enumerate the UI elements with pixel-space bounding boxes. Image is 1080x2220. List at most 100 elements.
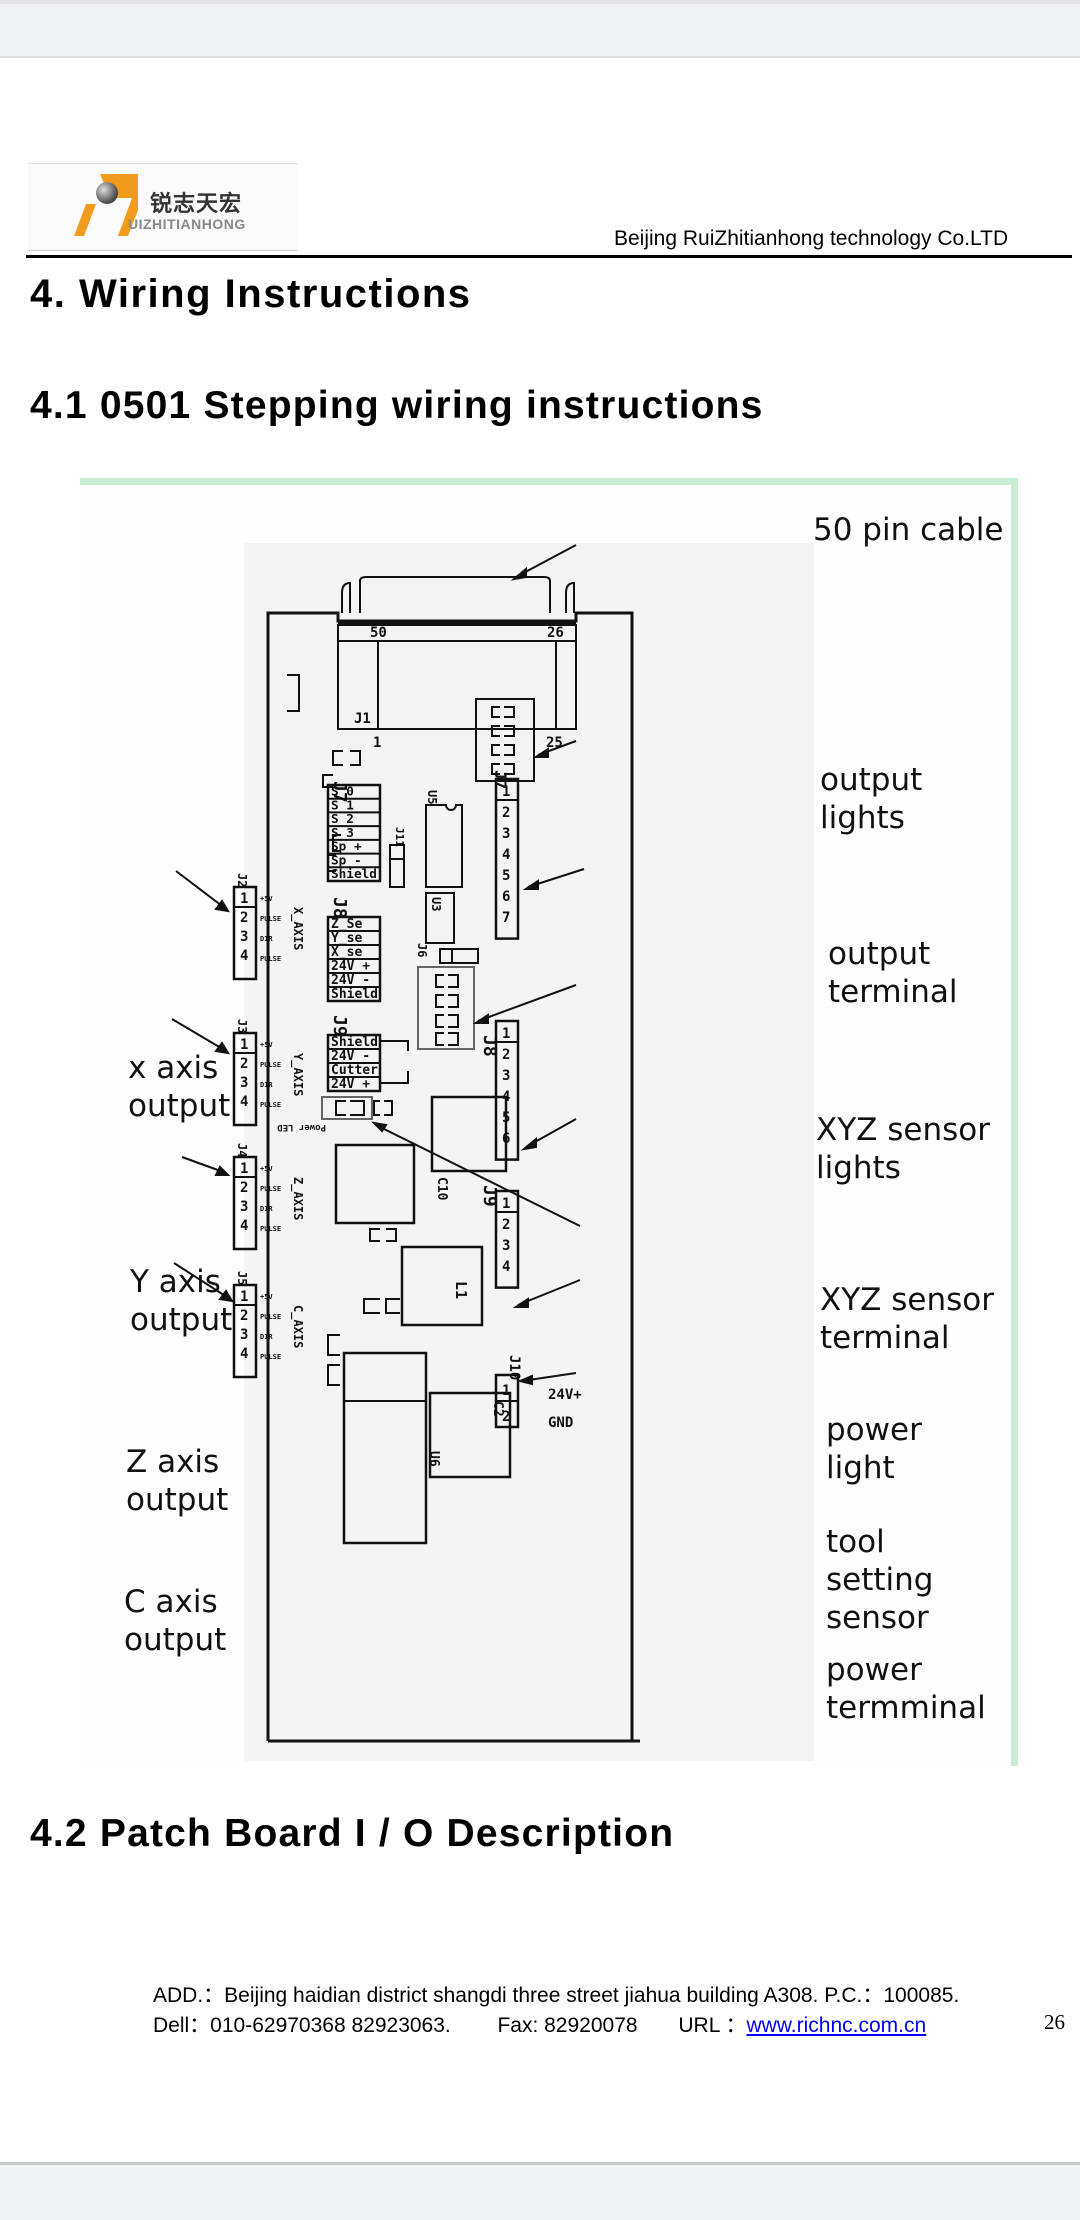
pcb-board-drawing: J1 50 26 1 25 S 0S 1S 2S 3Sp +Sp -Shield bbox=[171, 543, 814, 1761]
j8-block-row: Z_Se bbox=[331, 917, 362, 932]
axis-connector-label: J5 bbox=[235, 1271, 249, 1285]
output-terminal-pin: 5 bbox=[502, 868, 510, 884]
power-terminal-pin: 2 bbox=[502, 1409, 510, 1425]
sensor-terminal bbox=[494, 1019, 520, 1161]
output-lights-block bbox=[475, 698, 535, 782]
callout-c-axis-output: C axis output bbox=[124, 1584, 227, 1658]
footer-address: ADD.：Beijing haidian district shangdi th… bbox=[153, 1984, 960, 2007]
callout-power-light: power light bbox=[826, 1412, 922, 1486]
axis-name-label: Z_AXIS bbox=[290, 1177, 305, 1220]
subsection-heading-4-1: 4.1 0501 Stepping wiring instructions bbox=[30, 384, 764, 427]
sensor-terminal-pin: 6 bbox=[502, 1131, 510, 1147]
l1-label: L1 bbox=[452, 1281, 470, 1299]
u3-label: U3 bbox=[429, 897, 443, 911]
power-terminal-pin: 1 bbox=[502, 1383, 510, 1399]
callout-power-terminal: power termminal bbox=[826, 1652, 986, 1726]
callout-output-lights: output lights bbox=[820, 762, 923, 836]
axis-connector-pin: 4 bbox=[240, 948, 248, 964]
callout-xyz-sensor-terminal: XYZ sensor terminal bbox=[820, 1282, 994, 1356]
c2-capacitor bbox=[428, 1391, 512, 1479]
logo-sphere-icon bbox=[96, 182, 118, 204]
j7-block-row: Sp + bbox=[331, 839, 362, 854]
power-led bbox=[321, 1096, 393, 1120]
sensor-terminal-pin: 3 bbox=[502, 1068, 510, 1084]
axis-name-label: X_AXIS bbox=[290, 907, 305, 950]
axis-connector-pin: 1 bbox=[240, 891, 248, 907]
c2-label: C2 bbox=[490, 1401, 505, 1417]
footer-fax: Fax: 82920078 bbox=[497, 2014, 638, 2037]
axis-connector-pin: 3 bbox=[240, 1199, 248, 1215]
axis-connector-pin: 1 bbox=[240, 1161, 248, 1177]
sensor-terminal-label: J8 bbox=[479, 1035, 500, 1057]
section-heading: 4. Wiring Instructions bbox=[30, 272, 472, 316]
axis-pin-label: DIR bbox=[260, 1081, 273, 1089]
output-terminal-pin: 6 bbox=[502, 889, 510, 905]
j7-block-row: S 1 bbox=[331, 797, 354, 812]
sensor-terminal-pin: 1 bbox=[502, 1026, 510, 1042]
j9-block-row: Cutter bbox=[331, 1063, 378, 1078]
power-pin-2-label: GND bbox=[548, 1415, 573, 1431]
j9-block-row: Shield bbox=[331, 1035, 378, 1050]
j7-block-row: S 0 bbox=[331, 784, 354, 799]
tool-terminal bbox=[494, 1189, 520, 1289]
sensor-terminal-pin: 2 bbox=[502, 1047, 510, 1063]
axis-name-label: Y_AXIS bbox=[290, 1053, 305, 1096]
tool-terminal-pin: 3 bbox=[502, 1238, 510, 1254]
axis-connector-pin: 1 bbox=[240, 1289, 248, 1305]
axis-pin-label: PULSE bbox=[260, 1353, 281, 1361]
axis-connector-pin: 1 bbox=[240, 1037, 248, 1053]
j9-block-row: 24V + bbox=[331, 1077, 370, 1092]
c6-capacitor bbox=[334, 1143, 416, 1225]
company-logo: 锐志天宏 UIZHITIANHONG bbox=[28, 163, 298, 251]
axis-connector-pin: 4 bbox=[240, 1094, 248, 1110]
power-terminal-connector-label: J10 bbox=[506, 1355, 522, 1380]
axis-connector-label: J2 bbox=[235, 873, 249, 887]
footer-url-label: URL ： bbox=[678, 2014, 747, 2037]
output-terminal-pin: 7 bbox=[502, 910, 510, 926]
page-number: 26 bbox=[1044, 2010, 1065, 2034]
u6-regulator bbox=[342, 1351, 428, 1545]
subsection-heading-4-2: 4.2 Patch Board I / O Description bbox=[30, 1812, 675, 1855]
axis-pin-label: +5V bbox=[260, 1165, 273, 1173]
connector-j1 bbox=[337, 576, 577, 730]
j1-pin-1: 1 bbox=[373, 735, 381, 751]
axis-pin-label: PULSE bbox=[260, 1313, 281, 1321]
tool-terminal-label: J9 bbox=[479, 1185, 500, 1207]
l1-inductor bbox=[400, 1245, 484, 1327]
j1-label: J1 bbox=[354, 711, 371, 727]
axis-pin-label: +5V bbox=[260, 895, 273, 903]
u5-chip bbox=[425, 804, 463, 888]
j7-block-row: S 3 bbox=[331, 825, 354, 840]
xyz-sensor-lights-block bbox=[417, 966, 475, 1050]
power-pin-1-label: 24V+ bbox=[548, 1387, 582, 1403]
axis-pin-label: DIR bbox=[260, 1333, 273, 1341]
j7-signal-block bbox=[326, 783, 382, 883]
output-terminal-label: J7 bbox=[491, 770, 510, 789]
j9-block-label: J9 bbox=[329, 1015, 350, 1037]
j8-block-row: Y_se bbox=[331, 931, 362, 946]
j8-block-row: Shield bbox=[331, 987, 378, 1002]
j1-pin-26: 26 bbox=[547, 625, 564, 641]
axis-pin-label: DIR bbox=[260, 1205, 273, 1213]
axis-connector-j4 bbox=[232, 1155, 258, 1251]
tool-terminal-pin: 2 bbox=[502, 1217, 510, 1233]
axis-connector-pin: 4 bbox=[240, 1218, 248, 1234]
axis-pin-label: DIR bbox=[260, 935, 273, 943]
axis-pin-label: +5V bbox=[260, 1041, 273, 1049]
axis-connector-label: J3 bbox=[235, 1019, 249, 1033]
c10-label: C10 bbox=[434, 1177, 449, 1201]
j7-block-label: J7 bbox=[329, 781, 350, 803]
axis-pin-label: PULSE bbox=[260, 915, 281, 923]
output-terminal-pin: 3 bbox=[502, 826, 510, 842]
u5-label: U5 bbox=[425, 790, 439, 804]
j11-label: J11 bbox=[393, 827, 406, 847]
output-terminal-pin: 4 bbox=[502, 847, 510, 863]
axis-connector-pin: 4 bbox=[240, 1346, 248, 1362]
j6-jumper bbox=[439, 948, 479, 964]
callout-y-axis-output: Y axis output bbox=[130, 1264, 233, 1338]
axis-connector-label: J4 bbox=[235, 1143, 249, 1157]
j9-block-row: 24V - bbox=[331, 1049, 370, 1064]
callout-output-terminal: output terminal bbox=[828, 936, 958, 1010]
axis-connector-j3 bbox=[232, 1031, 258, 1127]
footer-url-link[interactable]: www.richnc.com.cn bbox=[746, 2014, 927, 2037]
